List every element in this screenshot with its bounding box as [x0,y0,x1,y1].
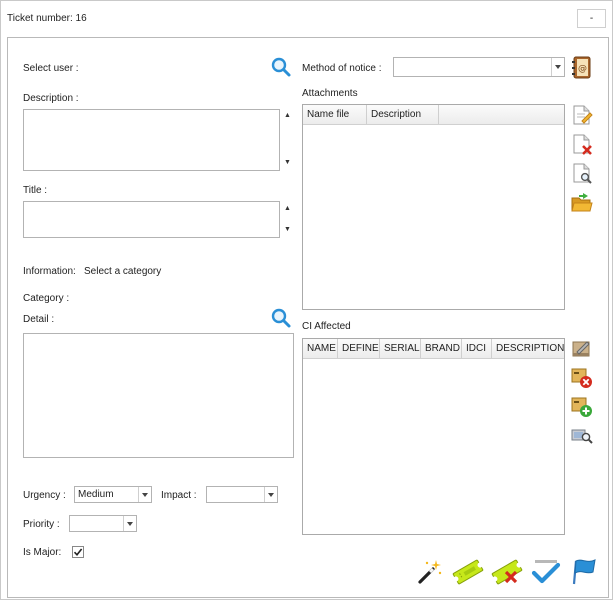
select-user-label: Select user : [23,63,79,74]
svg-text:@: @ [578,64,587,74]
minimize-button[interactable]: - [577,9,606,28]
detail-label: Detail : [23,314,55,325]
attachments-grid[interactable]: Name file Description [302,104,565,310]
column-define[interactable]: DEFINE [338,339,380,358]
ci-edit-icon[interactable] [571,338,593,360]
title-scroll-down-icon[interactable]: ▼ [284,226,291,233]
ci-affected-label: CI Affected [302,321,351,332]
description-label: Description : [23,93,79,104]
checkmark-icon[interactable] [531,557,561,587]
is-major-label: Is Major: [23,547,62,558]
folder-open-icon[interactable] [571,191,593,213]
detail-search-icon[interactable] [270,307,292,329]
column-name[interactable]: NAME [303,339,338,358]
is-major-checkbox[interactable] [72,546,84,558]
magic-wand-icon[interactable] [414,557,444,587]
description-scroll-up-icon[interactable]: ▲ [284,112,291,119]
document-search-icon[interactable] [571,162,593,184]
attachments-label: Attachments [302,88,358,99]
ci-affected-grid-header: NAME DEFINE SERIAL BRAND IDCI DESCRIPTIO… [303,339,564,359]
category-label: Category : [23,293,70,304]
method-of-notice-label: Method of notice : [302,63,382,74]
column-description[interactable]: DESCRIPTION [496,343,565,354]
impact-select[interactable] [206,486,278,503]
urgency-value: Medium [78,489,114,500]
address-book-icon[interactable]: @ [571,56,593,79]
information-label: Information: [23,266,76,277]
column-idci[interactable]: IDCI [462,339,492,358]
column-serial[interactable]: SERIAL [380,339,421,358]
document-delete-icon[interactable] [571,133,593,155]
flag-icon[interactable] [570,557,600,587]
title-scroll-up-icon[interactable]: ▲ [284,205,291,212]
ci-affected-grid[interactable]: NAME DEFINE SERIAL BRAND IDCI DESCRIPTIO… [302,338,565,535]
description-textarea[interactable] [23,109,280,171]
method-of-notice-select[interactable] [393,57,565,77]
attachments-grid-header: Name file Description [303,105,564,125]
detail-textarea[interactable] [23,333,294,458]
urgency-label: Urgency : [23,490,66,501]
ticket-delete-icon[interactable] [491,557,523,587]
chevron-down-icon [264,487,277,502]
column-name-file[interactable]: Name file [303,105,367,124]
description-scroll-down-icon[interactable]: ▼ [284,159,291,166]
ci-search-icon[interactable] [571,425,593,447]
ci-delete-icon[interactable] [571,367,593,389]
checkmark-icon [73,548,83,557]
ticket-icon[interactable] [452,557,484,587]
window-title: Ticket number: 16 [7,13,87,24]
column-description[interactable]: Description [367,105,439,124]
chevron-down-icon [551,58,564,76]
priority-label: Priority : [23,519,60,530]
document-add-icon[interactable] [571,104,593,126]
chevron-down-icon [138,487,151,502]
title-textarea[interactable] [23,201,280,238]
ci-add-icon[interactable] [571,396,593,418]
priority-select[interactable] [69,515,137,532]
impact-label: Impact : [161,490,197,501]
column-brand[interactable]: BRAND [421,339,462,358]
chevron-down-icon [123,516,136,531]
title-label: Title : [23,185,48,196]
select-user-search-icon[interactable] [270,56,292,78]
information-value: Select a category [84,266,162,277]
urgency-select[interactable]: Medium [74,486,152,503]
